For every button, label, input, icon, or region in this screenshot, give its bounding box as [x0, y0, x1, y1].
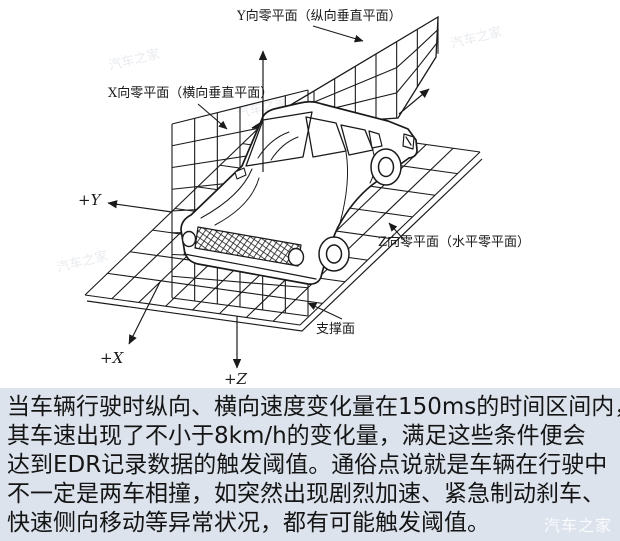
caption-line: 不一定是两车相撞，如突然出现剧烈加速、紧急制动刹车、: [7, 481, 605, 507]
caption-line: 其车速出现了不小于8km/h的变化量，满足这些条件便会: [7, 423, 586, 449]
axis-y-label: +Y: [78, 191, 103, 209]
z-plane-leader: [388, 222, 406, 242]
caption-line: 当车辆行驶时纵向、横向速度变化量在150ms的时间区间内，: [7, 394, 620, 420]
axis-x-label: +X: [100, 349, 125, 367]
y-plane-label: Y向零平面（纵向垂直平面）: [236, 8, 402, 24]
grid-line: [171, 89, 309, 125]
z-plane-label: Z向零平面（水平零平面）: [378, 234, 530, 250]
side-window-rear: [340, 124, 374, 156]
headlight-left: [181, 230, 197, 248]
longitudinal-rear-arrow: [398, 88, 430, 115]
ghost-watermark: 汽车之家: [449, 24, 503, 52]
x-plane-leader: [197, 103, 228, 130]
grid-line: [299, 151, 481, 326]
support-plane-edge: [86, 158, 483, 332]
grille: [194, 226, 302, 267]
front-wheel: [318, 236, 350, 272]
site-watermark: 汽车之家: [543, 516, 612, 535]
support-plane-label: 支撑面: [316, 322, 355, 337]
caption-line: 达到EDR记录数据的触发阈值。通俗点说就是车辆在行驶中: [7, 452, 608, 478]
rear-wheel: [370, 148, 402, 186]
diagram-svg: 汽车之家 汽车之家 汽车之家 汽车之家: [55, 8, 530, 388]
axis-x-arrow: [128, 281, 161, 345]
grid-line: [272, 147, 454, 322]
edr-coordinate-diagram: 汽车之家 汽车之家 汽车之家 汽车之家: [55, 8, 531, 388]
grid-line: [171, 275, 309, 289]
wiper-lines: [257, 131, 299, 161]
side-window-front: [305, 116, 347, 158]
axes: [107, 50, 430, 369]
headlight-right: [287, 247, 305, 267]
grid-line: [171, 297, 309, 317]
taillight: [402, 133, 415, 150]
y-plane-leader: [312, 25, 364, 43]
ghost-watermark: 汽车之家: [107, 46, 161, 74]
x-plane-label: X向零平面（横向垂直平面）: [108, 85, 273, 101]
quarter-window: [368, 130, 383, 149]
axis-y-arrow: [107, 200, 173, 213]
leader-lines: [197, 25, 406, 320]
windshield: [245, 111, 313, 167]
side-mirror: [234, 167, 247, 180]
caption-line: 快速侧向移动等异常状况，都有可能触发阈值。: [7, 510, 490, 536]
hood-crease: [200, 168, 260, 226]
axis-z-label: +Z: [224, 370, 248, 388]
support-plane-leader: [307, 302, 343, 320]
caption-panel: 当车辆行驶时纵向、横向速度变化量在150ms的时间区间内， 其车速出现了不小于8…: [0, 388, 620, 541]
bumper-line: [183, 253, 317, 280]
ghost-watermark: 汽车之家: [55, 248, 109, 276]
car: [180, 100, 418, 285]
